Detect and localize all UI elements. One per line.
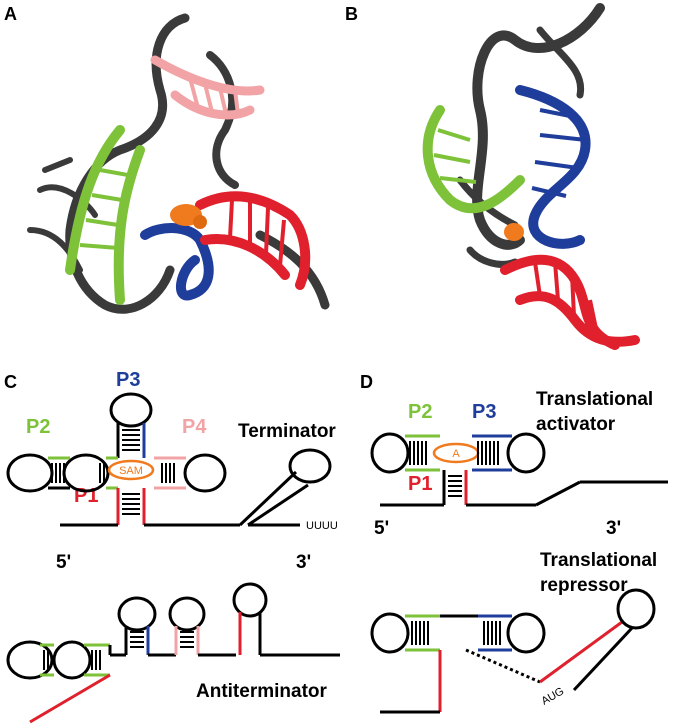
- panel-c-p4-loop: [183, 453, 227, 493]
- panel-d-p2-loop: [370, 432, 410, 474]
- panel-a-p4-helix: [150, 55, 265, 120]
- panel-d-rep-dotted-pairing: [465, 648, 541, 684]
- panel-c-3prime-label: 3': [296, 552, 311, 573]
- panel-d-rep-sd-strand: [539, 620, 623, 684]
- panel-c-letter: C: [4, 372, 17, 392]
- panel-c-terminator-strand-2: [247, 483, 309, 527]
- panel-d-sd-strand: [535, 480, 581, 507]
- panel-c-p3-basepairs: [122, 429, 140, 451]
- panel-a-p4-rungs: [188, 77, 240, 115]
- panel-b-backbone-1: [472, 3, 605, 250]
- panel-c-sam-ellipse: [107, 459, 155, 481]
- panel-c-p2-basepairs: [51, 463, 65, 483]
- panel-a-p3-helix: [140, 223, 214, 301]
- panel-c-terminator-label: Terminator: [238, 421, 336, 442]
- panel-b-sam-ligand: [504, 223, 524, 241]
- panel-d-5prime-label: 5': [374, 518, 389, 539]
- panel-d-activator-line1: Translational: [536, 389, 653, 410]
- panel-c-p1-basepairs: [122, 493, 140, 515]
- panel-d-repressor-line1: Translational: [540, 550, 657, 571]
- panel-c-5prime-label: 5': [56, 552, 71, 573]
- panel-c-p2-loop: [6, 453, 54, 493]
- panel-d-ligand-label: A: [452, 448, 460, 460]
- panel-a-structure: A: [4, 4, 330, 314]
- panel-c-p2-label: P2: [26, 416, 50, 438]
- panel-c-p4-basepairs: [161, 463, 175, 483]
- panel-b-structure: B: [345, 3, 640, 350]
- panel-d-p2-label: P2: [408, 401, 432, 423]
- panel-c-anti-red-tail: [29, 673, 111, 724]
- panel-b-p1-helix: [500, 254, 640, 350]
- panel-c-terminator-strand-1: [238, 470, 298, 527]
- panel-c-anti-p4-loop: [168, 596, 206, 632]
- panel-a-sam-ligand-part: [193, 215, 207, 229]
- panel-c-anti-p2-basepairs: [43, 650, 49, 670]
- panel-a-backbone-4: [255, 230, 330, 310]
- panel-c-p4-label: P4: [182, 416, 207, 438]
- panel-d-letter: D: [360, 372, 373, 392]
- panel-b-p2-helix: [422, 105, 525, 214]
- panel-c-sam-label: SAM: [119, 465, 143, 477]
- panel-a-p2-rungs: [79, 168, 129, 250]
- panel-c-terminator-loop: [288, 448, 332, 484]
- panel-d-rep-p3-basepairs: [483, 621, 501, 645]
- panel-d-rep-p3-loop: [506, 612, 546, 654]
- panel-d-p3-loop: [506, 432, 546, 474]
- panel-d-p3-basepairs: [477, 441, 499, 465]
- panel-c-anti-p3-loop: [117, 596, 157, 632]
- panel-a-backbone-3: [27, 157, 98, 273]
- panel-d-3prime-label: 3': [606, 518, 621, 539]
- panel-d-rep-return-strand: [572, 626, 634, 692]
- panel-c-p2-basepairs-2: [99, 463, 105, 483]
- panel-c-anti-p2-loop: [6, 640, 54, 680]
- panel-d-rep-sd-loop: [616, 588, 656, 630]
- panel-c-p3-loop: [109, 392, 153, 428]
- panel-a-p1-helix: [195, 191, 311, 290]
- panel-d-p1-basepairs: [448, 475, 462, 497]
- panel-a-backbone-1: [65, 13, 190, 314]
- panel-c-anti-basepairs: [91, 650, 101, 670]
- panel-a-letter: A: [4, 4, 17, 24]
- panel-c-p3-label: P3: [116, 369, 140, 391]
- panel-d-schematic: D P2 P3 P1 Translational activator A: [360, 372, 668, 714]
- panel-d-rep-p2-basepairs: [411, 621, 429, 645]
- panel-b-p2-rungs: [433, 128, 477, 184]
- panel-b-p3-helix: [515, 85, 591, 249]
- panel-a-p2-helix: [65, 125, 145, 305]
- panel-c-anti-p2-loop-2: [52, 640, 92, 680]
- panel-c-uuuu-label: UUUU: [306, 520, 338, 532]
- panel-b-p3-rungs: [531, 108, 587, 198]
- panel-c-anti-term-loop: [232, 582, 268, 618]
- panel-c-schematic: C P3 P2 P4 P1 SAM: [4, 369, 340, 724]
- panel-d-aug-label: AUG: [540, 685, 567, 707]
- panel-b-p1-rungs: [533, 261, 600, 339]
- panel-d-rep-p2-loop: [370, 612, 410, 654]
- panel-c-anti-p3-basepairs: [130, 631, 144, 648]
- panel-c-anti-p4-basepairs: [180, 631, 194, 648]
- panel-b-letter: B: [345, 4, 358, 24]
- panel-d-repressor-line2: repressor: [540, 575, 628, 596]
- panel-a-backbone-2: [206, 51, 239, 189]
- panel-c-antiterminator-label: Antiterminator: [196, 681, 328, 702]
- panel-d-p3-label: P3: [472, 401, 496, 423]
- panel-a-p1-rungs: [228, 199, 286, 267]
- panel-d-p1-label: P1: [408, 473, 432, 495]
- panel-d-p2-basepairs: [409, 441, 427, 465]
- panel-d-activator-line2: activator: [536, 414, 616, 435]
